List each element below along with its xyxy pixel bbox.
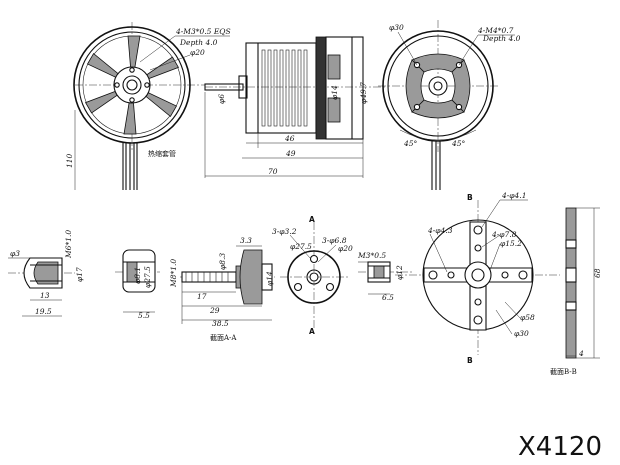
len-70-label: 70 bbox=[268, 167, 278, 176]
adapter-dia14: φ14 bbox=[265, 271, 274, 286]
face-holes-label: 3-φ3.2 bbox=[272, 227, 297, 236]
motor-rear-view: 45° 45° φ30 4-M4*0.7 Depth 4.0 bbox=[378, 20, 521, 190]
adapter-dia-label: φ8.3 bbox=[218, 253, 227, 270]
cut-a-top: A bbox=[309, 215, 315, 224]
adapter-thread: M8*1.0 bbox=[169, 259, 178, 288]
boss-dia-label: φ14 bbox=[330, 85, 339, 100]
rear-pcd-label: φ30 bbox=[389, 23, 404, 32]
bell-vents bbox=[261, 49, 308, 127]
face-pcd-label: 3-φ6.8 bbox=[322, 236, 347, 245]
adapter-len38: 38.5 bbox=[212, 319, 229, 328]
body-dia-label: φ49.7 bbox=[359, 82, 368, 104]
face-dia275-label: φ27.5 bbox=[290, 242, 312, 251]
sleeve-note: 热缩套管 bbox=[148, 149, 176, 158]
nut-thread-label: M6*1.0 bbox=[64, 230, 73, 259]
nut-len13-label: 13 bbox=[40, 291, 50, 300]
collet-len-label: 6.5 bbox=[382, 293, 394, 302]
cross-mount-part: B B 4-φ4.1 4-φ4.3 4-φ7.8 φ15.2 φ58 φ30 bbox=[395, 191, 560, 365]
nut-part: φ3 M6*1.0 φ17 13 19.5 bbox=[8, 230, 84, 317]
spacer-dia-small: φ8.1 bbox=[133, 267, 142, 284]
mount-thick-label: 4 bbox=[578, 349, 584, 358]
mount-section-part: 68 4 截面B-B bbox=[550, 207, 602, 376]
nut-dia-label: φ3 bbox=[10, 249, 20, 258]
collet-thread-label: M3*0.5 bbox=[357, 251, 386, 260]
front-depth-label: Depth 4.0 bbox=[179, 38, 218, 47]
spacer-dia-big: φ27.5 bbox=[143, 266, 152, 288]
mount-pcd30-label: φ30 bbox=[514, 329, 529, 338]
mount-pcd58-label: φ58 bbox=[520, 313, 535, 322]
rear-holes-label: 4-M4*0.7 bbox=[477, 26, 514, 35]
adapter-len17: 17 bbox=[197, 292, 207, 301]
mount-slot-label: 4-φ4.1 bbox=[501, 191, 527, 200]
collet-part: M3*0.5 φ12 6.5 bbox=[357, 251, 412, 302]
nut-len19-label: 19.5 bbox=[35, 307, 52, 316]
face-dia20-label: φ20 bbox=[338, 244, 353, 253]
len-49-label: 49 bbox=[285, 149, 296, 158]
prop-face-part: A A 3-φ3.2 3-φ6.8 φ20 φ27.5 bbox=[272, 215, 353, 336]
model-title: X4120 bbox=[518, 432, 602, 462]
rear-angle-left: 45° bbox=[403, 139, 418, 148]
collet-dia12-label: φ12 bbox=[395, 265, 404, 280]
front-pcd-label: φ20 bbox=[190, 48, 205, 57]
mount-center-label: φ15.2 bbox=[500, 239, 522, 248]
shaft-dia-label: φ6 bbox=[217, 94, 226, 104]
nut-dia17-label: φ17 bbox=[75, 267, 84, 282]
adapter-len29: 29 bbox=[209, 306, 220, 315]
motor-side-view: 46 49 70 φ6 φ14 φ49.7 bbox=[204, 36, 385, 178]
motor-front-view: 110 4-M3*0.5 EQS Depth 4.0 φ20 热缩套管 bbox=[65, 22, 231, 190]
spacer-len-label: 5.5 bbox=[138, 311, 150, 320]
cut-b-bottom: B bbox=[467, 356, 473, 365]
front-holes-label: 4-M3*0.5 EQS bbox=[175, 27, 231, 36]
cut-a-bottom: A bbox=[309, 327, 315, 336]
section-a-label: 截面A-A bbox=[210, 333, 237, 342]
rear-angle-right: 45° bbox=[451, 139, 466, 148]
adapter-dim33: 3.3 bbox=[240, 236, 252, 245]
cut-b-top: B bbox=[467, 193, 473, 202]
wire-length-label: 110 bbox=[65, 153, 74, 168]
section-b-label: 截面B-B bbox=[550, 367, 577, 376]
rear-depth-label: Depth 4.0 bbox=[482, 34, 521, 43]
len-46-label: 46 bbox=[284, 134, 295, 143]
rear-windows bbox=[405, 53, 471, 119]
spacer-part: φ8.1 φ27.5 5.5 bbox=[115, 249, 160, 320]
prop-adapter-part: 3.3 M8*1.0 φ8.3 φ14 17 29 38.5 截面A-A bbox=[169, 236, 275, 342]
mount-holes-label: 4-φ4.3 bbox=[427, 226, 453, 235]
mount-height-label: 68 bbox=[593, 268, 602, 278]
mount-holes2-label: 4-φ7.8 bbox=[491, 230, 517, 239]
